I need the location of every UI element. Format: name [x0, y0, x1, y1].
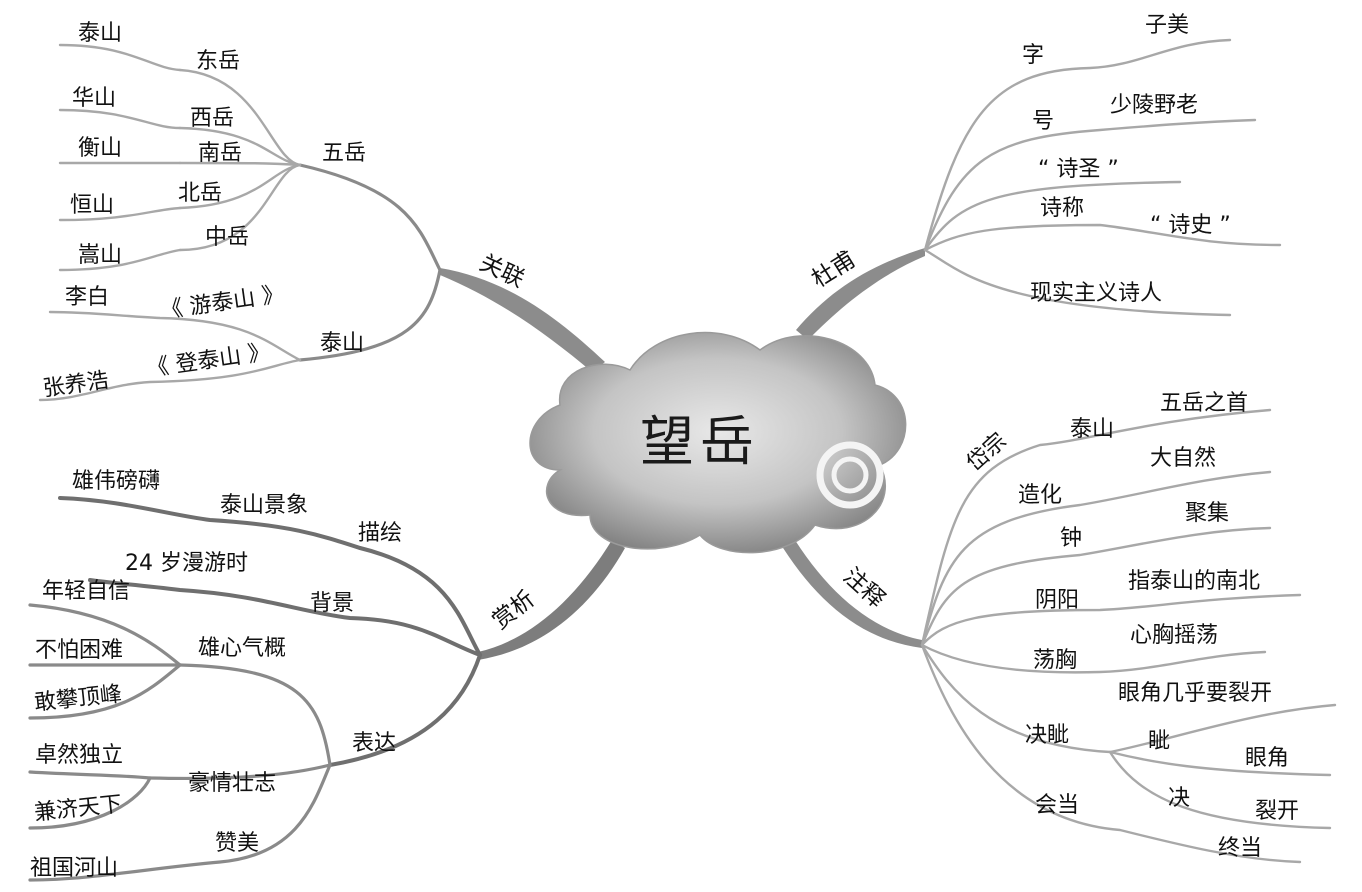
label-youtaishan: 《 游泰山 》: [159, 282, 285, 324]
label-liekai: 裂开: [1255, 799, 1299, 824]
label-zi-eye: 眦: [1148, 729, 1170, 754]
label-xianshi: 现实主义诗人: [1030, 281, 1162, 306]
label-wuyuezhishou: 五岳之首: [1160, 391, 1248, 416]
zhushi-labels: 注释 岱宗 泰山 五岳之首 造化 大自然 钟 聚集 阴阳 指泰山的南北 荡胸 心…: [838, 391, 1299, 861]
label-zhongdang: 终当: [1218, 836, 1262, 861]
label-daziran: 大自然: [1150, 446, 1216, 471]
label-yanjiao: 眼角几乎要裂开: [1118, 681, 1272, 706]
label-songshan: 嵩山: [78, 243, 122, 268]
label-hengshan-north: 恒山: [70, 193, 114, 218]
label-ganpan: 敢攀顶峰: [33, 682, 123, 716]
label-juji: 聚集: [1185, 501, 1229, 526]
label-huidang: 会当: [1035, 793, 1079, 818]
label-taishan-2: 泰山: [320, 331, 364, 356]
label-zhong: 钟: [1060, 526, 1082, 551]
label-miaohui: 描绘: [358, 521, 402, 546]
label-zhuoran: 卓然独立: [35, 743, 123, 768]
label-shaoling: 少陵野老: [1110, 93, 1198, 118]
dufu-labels: 杜甫 字 子美 号 少陵野老 “ 诗圣 ” 诗称 “ 诗史 ” 现实主义诗人: [807, 13, 1230, 306]
label-dongyue: 东岳: [196, 49, 240, 74]
label-xiongxin: 雄心气概: [198, 636, 286, 661]
label-jianji: 兼济天下: [33, 792, 123, 826]
central-title: 望岳: [640, 410, 760, 473]
label-xiongwei: 雄伟磅礴: [72, 469, 160, 494]
label-juezi: 决眦: [1025, 723, 1069, 748]
label-nanbei: 指泰山的南北: [1128, 569, 1260, 594]
label-daizong: 岱宗: [962, 428, 1011, 476]
label-nianqing: 年轻自信: [42, 579, 130, 604]
label-wuyue: 五岳: [322, 141, 366, 166]
label-jue: 决: [1168, 786, 1190, 811]
label-zhangyanghao: 张养浩: [41, 368, 110, 402]
label-shishi: “ 诗史 ”: [1150, 213, 1231, 238]
label-yinyang: 阴阳: [1035, 588, 1079, 613]
label-nanyue: 南岳: [198, 141, 242, 166]
zhushi-lines: [922, 410, 1335, 862]
label-zhongyue: 中岳: [205, 225, 249, 250]
label-libai: 李白: [65, 285, 109, 310]
label-manyou: 24 岁漫游时: [125, 551, 248, 576]
label-haoqing: 豪情壮志: [188, 771, 276, 796]
label-taishan-3: 泰山: [1070, 417, 1114, 442]
label-beijing: 背景: [310, 591, 354, 616]
label-dangxiong: 荡胸: [1033, 648, 1077, 673]
label-huashan: 华山: [72, 86, 116, 111]
label-xinxiong: 心胸摇荡: [1130, 623, 1218, 648]
label-bupa: 不怕困难: [35, 638, 123, 663]
label-zanmei: 赞美: [215, 831, 259, 856]
branch-guanlian-main: [440, 268, 605, 372]
label-shicheng: 诗称: [1040, 196, 1084, 221]
label-hengshan-south: 衡山: [78, 136, 122, 161]
label-taishanjingxiang: 泰山景象: [220, 493, 308, 518]
shangxi-labels: 赏析 描绘 泰山景象 雄伟磅礴 背景 24 岁漫游时 表达 雄心气概 年轻自信 …: [30, 469, 540, 881]
label-zi: 字: [1022, 43, 1044, 68]
label-zaohua: 造化: [1018, 483, 1062, 508]
branch-label-shangxi: 赏析: [488, 586, 540, 635]
branch-dufu-main: [796, 248, 925, 340]
branch-shangxi-main: [478, 540, 625, 660]
label-biaoda: 表达: [352, 731, 396, 756]
label-xiyue: 西岳: [190, 106, 234, 131]
label-taishan-1: 泰山: [78, 21, 122, 46]
label-yanjiao-2: 眼角: [1245, 746, 1289, 771]
label-zimei: 子美: [1145, 13, 1189, 38]
label-hao: 号: [1032, 109, 1054, 134]
label-beiyue: 北岳: [178, 181, 222, 206]
label-shisheng: “ 诗圣 ”: [1038, 157, 1119, 182]
guanlian-labels: 关联 五岳 泰山 东岳 华山 西岳 衡山 南岳 恒山 北岳 嵩山 中岳 泰山 李…: [41, 21, 528, 402]
label-dengtaishan: 《 登泰山 》: [145, 340, 271, 382]
label-zuguo: 祖国河山: [30, 856, 118, 881]
